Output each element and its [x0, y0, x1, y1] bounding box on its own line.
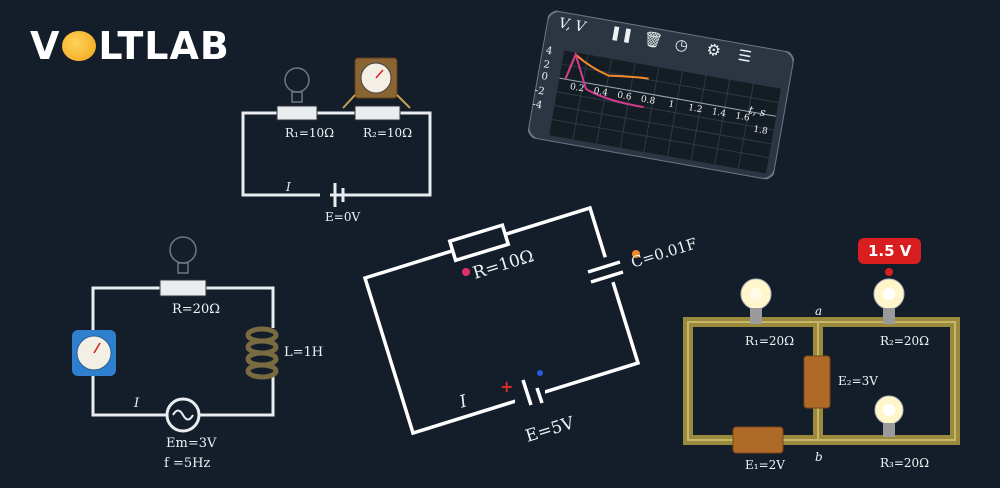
label-r-2: R=20Ω [172, 302, 221, 317]
bulb-r3-icon [874, 395, 904, 437]
ytick-m4: -4 [531, 98, 543, 112]
voltmeter-icon [342, 57, 411, 109]
graph-panel[interactable]: V, V ❚❚ 🗑 ◷ ⚙ ☰ 4 2 0 -2 -4 0.2 0.4 0.6 … [527, 9, 796, 180]
circuit-3 [362, 205, 641, 436]
label-current-2: I [134, 396, 140, 411]
series-pink-line [564, 51, 644, 109]
ammeter-icon [72, 330, 116, 376]
resistor-r2 [354, 105, 401, 121]
resistor-r1 [276, 105, 318, 121]
marker-dot-c [632, 250, 640, 258]
label-current-1: I [286, 180, 291, 194]
bulb-r1-icon [740, 278, 772, 324]
label-e2-4: E₂=3V [838, 374, 878, 388]
label-e1-4: E₁=2V [745, 458, 785, 472]
resistor-r-c3 [447, 222, 511, 263]
circuit-3-wire [362, 205, 641, 436]
battery-c3-icon [515, 379, 545, 417]
node-a-label: a [815, 304, 823, 318]
marker-dot-r [462, 268, 470, 276]
node-b-label: b [815, 450, 823, 464]
resistor-r [159, 279, 207, 297]
voltage-badge[interactable]: 1.5 V [858, 238, 922, 264]
logo-letter-v: V [30, 24, 61, 68]
ac-source-icon [165, 397, 201, 433]
battery-e1-icon [732, 426, 784, 454]
plus-sign: + [500, 377, 513, 396]
label-r2: R₂=10Ω [363, 126, 413, 140]
label-l: L=1H [284, 345, 324, 360]
bulb-2-icon [169, 236, 197, 274]
label-r1: R₁=10Ω [285, 126, 335, 140]
logo-text: LTLAB [98, 24, 230, 68]
badge-pointer-dot [885, 268, 893, 276]
ytick-m2: -2 [533, 85, 546, 98]
label-e-1: E=0V [325, 210, 361, 224]
trash-icon[interactable]: 🗑 [642, 29, 664, 51]
label-r3-4: R₃=20Ω [880, 456, 930, 470]
logo-bulb-o [62, 31, 97, 61]
minus-dot [537, 370, 543, 376]
label-r2-4: R₂=20Ω [880, 334, 930, 348]
bulb-1-icon [284, 67, 310, 103]
graph-xlabel: t, s [747, 103, 767, 120]
voltlab-logo: V LTLAB [30, 24, 230, 68]
battery-e2-icon [803, 355, 831, 409]
label-freq: f =5Hz [164, 456, 211, 471]
graph-svg [527, 10, 795, 180]
label-em: Em=3V [166, 436, 217, 451]
bulb-r2-icon [873, 278, 905, 324]
circuit-1 [241, 105, 432, 207]
capacitor-icon [586, 254, 624, 288]
label-r1-4: R₁=20Ω [745, 334, 795, 348]
inductor-coil-icon [245, 326, 279, 380]
series-orange-line [564, 52, 649, 80]
